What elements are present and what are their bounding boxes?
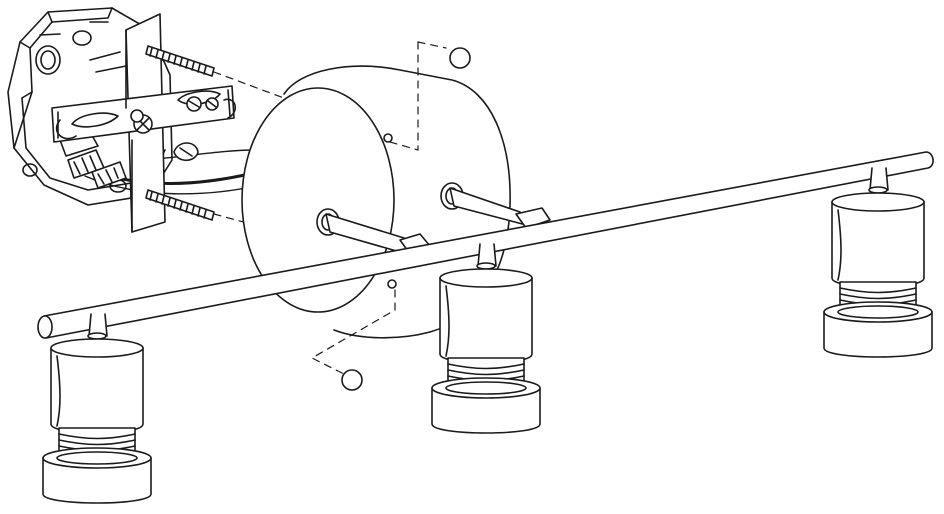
wire-nuts: [67, 149, 127, 189]
lamp-holder-center: [431, 243, 541, 434]
ground-screw: [173, 142, 199, 162]
lamp-holder-left: [42, 313, 152, 504]
lamp-holder-right: [823, 167, 933, 358]
bracket-screws: [130, 96, 219, 134]
decorative-cap-nuts: [341, 47, 471, 391]
mounting-screws: [145, 45, 215, 221]
canopy: [241, 65, 511, 339]
support-arms: [316, 182, 551, 257]
